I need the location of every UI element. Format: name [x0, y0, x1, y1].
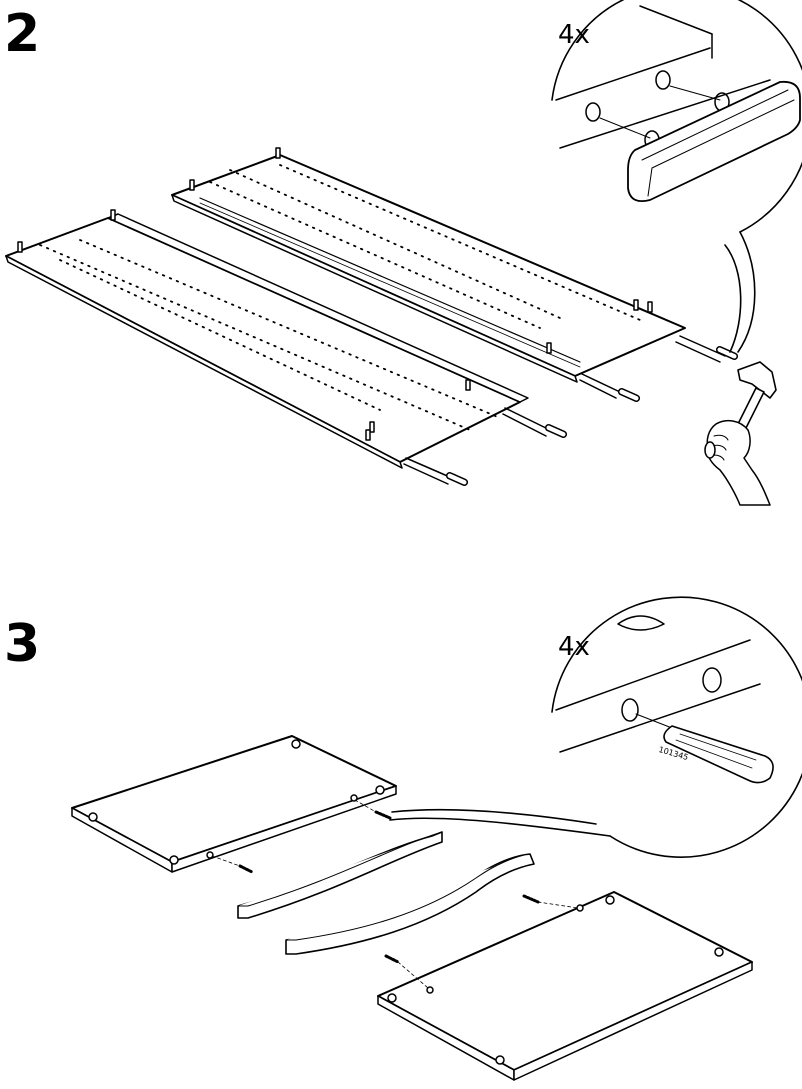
curved-rail-lower — [286, 854, 534, 954]
end-panel-left — [72, 736, 396, 872]
detail-circle-step3 — [390, 597, 802, 857]
end-panel-right — [378, 892, 752, 1080]
quantity-label-step3: 4x — [558, 634, 590, 660]
